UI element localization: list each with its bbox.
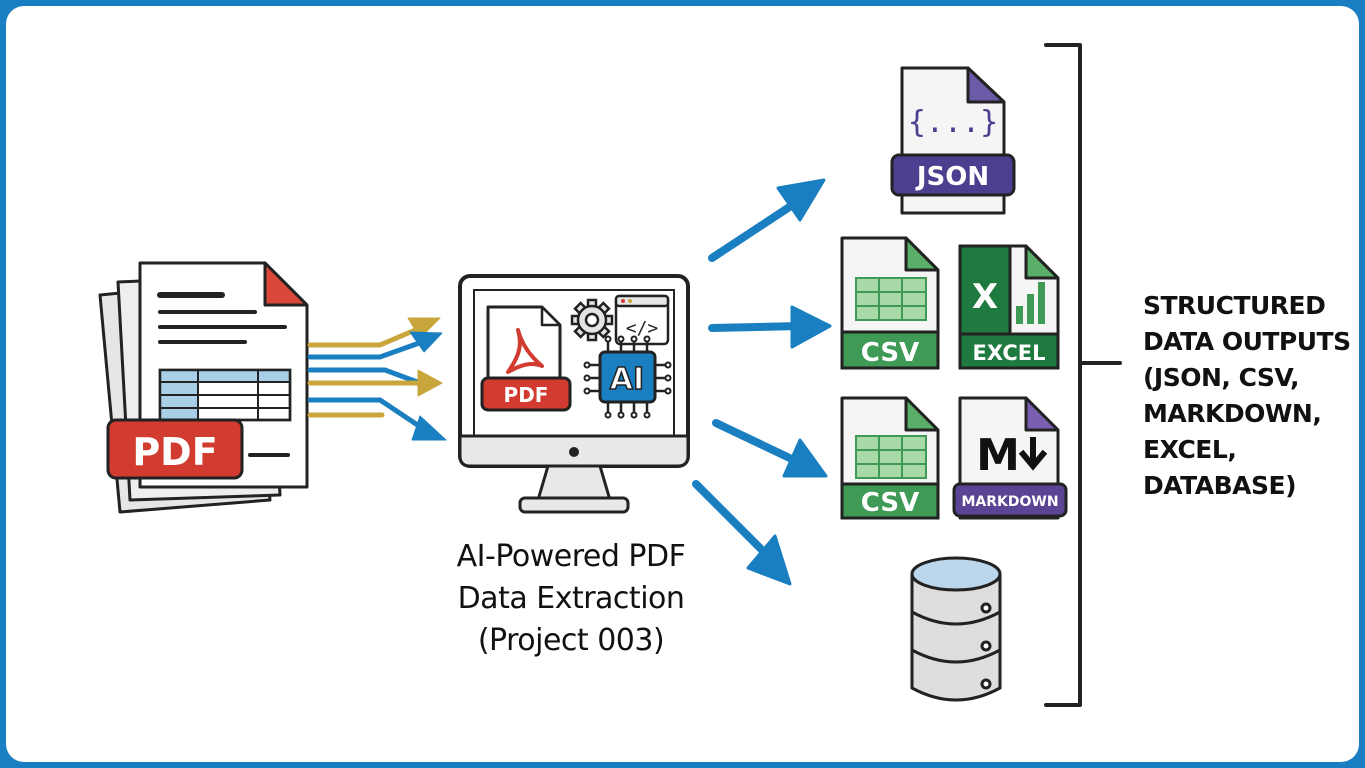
arrow-to-database — [692, 480, 776, 564]
gear-icon — [570, 298, 614, 342]
structured-outputs-label: STRUCTURED DATA OUTPUTS (JSON, CSV, MARK… — [1143, 288, 1359, 504]
diagram-graphics: PDF PDF — [98, 43, 1122, 707]
csv-top-label: CSV — [861, 338, 919, 368]
source-pdf-badge — [106, 418, 244, 480]
json-label: JSON — [915, 162, 989, 192]
outputs-line-6: DATABASE) — [1143, 471, 1297, 500]
document-text-lines — [157, 292, 287, 344]
input-arrows — [307, 317, 447, 441]
csv-bottom-label: CSV — [861, 488, 919, 518]
caption-line-3: (Project 003) — [477, 623, 665, 658]
json-braces: {...} — [908, 105, 998, 140]
markdown-file-icon: M MARKDOWN — [952, 396, 1068, 520]
outputs-bracket — [1044, 43, 1122, 707]
ai-chip-label: AI — [610, 362, 644, 397]
csv-file-icon-bottom: CSV — [840, 396, 940, 520]
output-arrows — [692, 178, 832, 586]
outputs-line-2: DATA OUTPUTS — [1143, 327, 1351, 356]
outputs-line-4: MARKDOWN, — [1143, 399, 1322, 428]
arrow-to-json — [708, 196, 804, 262]
computer-monitor: PDF </> — [458, 274, 690, 514]
code-window-icon: </> — [614, 294, 670, 346]
arrow-to-csv-excel — [708, 322, 804, 332]
database-icon — [910, 556, 1002, 702]
down-arrow-icon — [1018, 437, 1048, 471]
excel-label: EXCEL — [973, 341, 1046, 365]
monitor-pdf-document: PDF — [480, 305, 572, 412]
outputs-line-3: (JSON, CSV, — [1143, 363, 1300, 392]
json-file-icon: {...} JSON — [890, 66, 1016, 215]
excel-x-glyph: X — [972, 277, 998, 317]
excel-file-icon: X EXCEL — [958, 244, 1060, 370]
outputs-line-1: STRUCTURED — [1143, 291, 1326, 320]
markdown-m-glyph: M — [976, 430, 1020, 481]
acrobat-icon — [506, 328, 544, 374]
monitor-power-dot — [569, 447, 579, 457]
caption-line-2: Data Extraction — [457, 581, 685, 616]
diagram-canvas: PDF PDF — [6, 6, 1359, 762]
csv-file-icon-top: CSV — [840, 236, 940, 370]
source-pdf-stack: PDF — [98, 261, 309, 514]
code-symbol: </> — [626, 318, 659, 339]
monitor-pdf-label: PDF — [504, 383, 549, 407]
caption-line-1: AI-Powered PDF — [456, 539, 686, 574]
bar-chart-icon — [1016, 282, 1045, 324]
document-table-icon — [158, 368, 292, 422]
ai-chip-icon: AI — [583, 335, 672, 419]
source-pdf-label: PDF — [132, 430, 217, 474]
diagram-caption: AI-Powered PDF Data Extraction (Project … — [406, 536, 736, 662]
outputs-line-5: EXCEL, — [1143, 435, 1237, 464]
arrow-to-csv-markdown — [712, 419, 802, 466]
markdown-label: MARKDOWN — [961, 494, 1058, 510]
